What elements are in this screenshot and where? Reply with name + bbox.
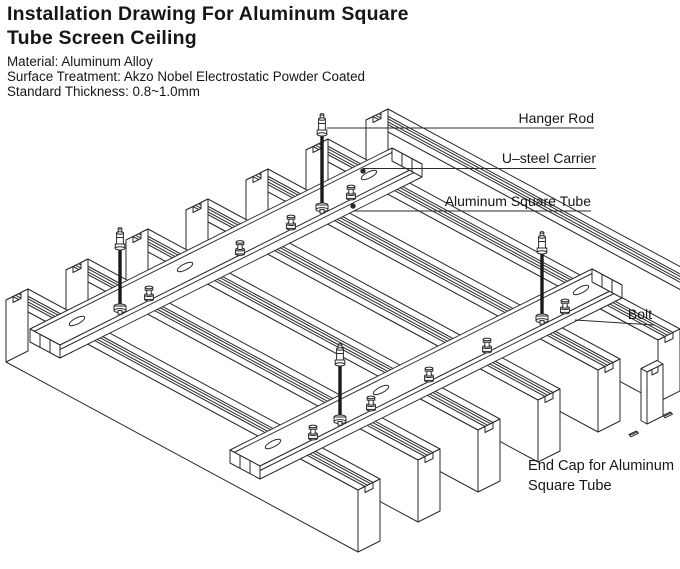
hanger-rod-3: [535, 231, 549, 325]
carrier-hole: [264, 438, 282, 450]
u-steel-carrier-lower: [229, 268, 623, 480]
spec-list: Material: Aluminum Alloy Surface Treatme…: [7, 54, 409, 100]
end-cap-label-line-2: Square Tube: [528, 478, 612, 494]
hanger-rod-2: [113, 227, 127, 315]
bolt: [560, 298, 570, 315]
bolt: [144, 285, 154, 302]
bolt: [482, 337, 492, 354]
carrier-hole: [372, 384, 390, 396]
bolt: [366, 395, 376, 412]
bolt-leader-line: [574, 319, 655, 326]
end-cap-label-line-1: End Cap for Aluminum: [528, 458, 674, 474]
carrier-hole: [360, 169, 378, 181]
hanger-rod-label: Hanger Rod: [519, 110, 595, 126]
hanger-rod-1: [315, 113, 329, 214]
bolt: [286, 214, 296, 231]
end-cap-tab: [662, 411, 673, 419]
page-title: Installation Drawing For Aluminum Square…: [7, 2, 409, 50]
hanger-rod-4: [333, 343, 347, 426]
spec-material: Material: Aluminum Alloy: [7, 54, 153, 69]
aluminum-square-tube-label: Aluminum Square Tube: [445, 193, 592, 209]
drawing-geometry: [5, 108, 680, 553]
bolt: [235, 240, 245, 256]
title-line-1: Installation Drawing For Aluminum Square: [7, 3, 409, 25]
u-steel-carrier-leader-dot: [360, 168, 366, 174]
bolt: [308, 424, 318, 441]
end-cap: [640, 360, 664, 425]
carrier-hole: [176, 261, 194, 273]
spec-surface-treatment: Surface Treatment: Akzo Nobel Electrosta…: [7, 69, 366, 85]
bolt: [346, 184, 356, 201]
header: Installation Drawing For Aluminum Square…: [7, 2, 409, 100]
aluminum-square-tube-leader-dot: [350, 203, 356, 209]
u-steel-carrier-upper: [29, 147, 423, 359]
bolt-label: Bolt: [628, 306, 652, 322]
title-line-2: Tube Screen Ceiling: [7, 27, 197, 49]
carrier-hole: [68, 315, 86, 327]
end-cap-tab: [628, 430, 639, 438]
carrier-hole: [572, 284, 590, 296]
spec-thickness: Standard Thickness: 0.8~1.0mm: [7, 84, 200, 100]
u-steel-carrier-label: U–steel Carrier: [502, 150, 596, 166]
bolt: [424, 366, 434, 383]
